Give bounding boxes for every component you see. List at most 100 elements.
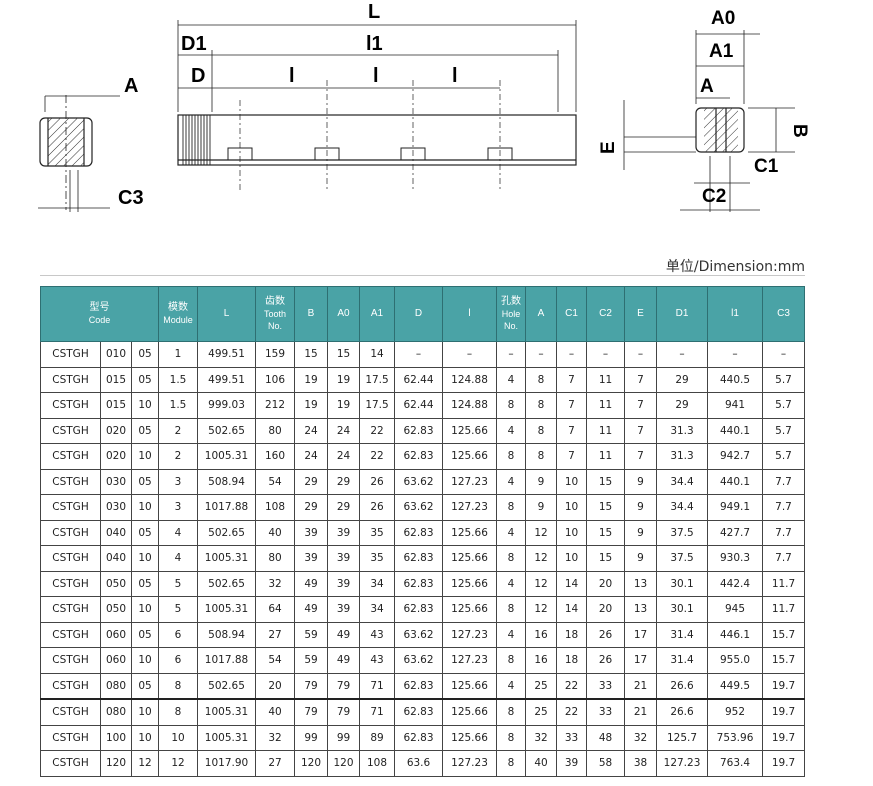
table-cell: 120 <box>294 750 329 777</box>
column-header-sub: Hole No. <box>501 309 521 331</box>
table-cell: 015 <box>100 366 132 393</box>
table-cell: 15 <box>586 545 626 572</box>
table-cell: 10 <box>556 519 588 546</box>
table-cell: 11.7 <box>762 570 806 597</box>
dim-label-l-2: l <box>373 65 379 87</box>
table-cell: 942.7 <box>707 443 764 470</box>
table-cell: 31.3 <box>656 443 709 470</box>
column-header: E <box>624 286 658 342</box>
table-cell: 62.83 <box>394 724 444 751</box>
table-cell: 79 <box>294 672 329 700</box>
table-cell: 050 <box>100 596 132 623</box>
table-cell: 15 <box>586 519 626 546</box>
table-cell: CSTGH <box>40 341 101 368</box>
table-cell: 8 <box>496 750 527 777</box>
column-header: l <box>442 286 498 342</box>
table-cell: 10 <box>130 392 160 419</box>
table-cell: 8 <box>496 596 527 623</box>
dim-label-A0: A0 <box>711 8 735 29</box>
table-cell: 10 <box>130 724 160 751</box>
table-cell: 15 <box>586 494 626 521</box>
table-cell: 20 <box>255 672 296 700</box>
table-cell: 10 <box>130 545 160 572</box>
table-cell: 124.88 <box>442 366 498 393</box>
table-cell: 8 <box>525 366 558 393</box>
table-cell: 17 <box>624 647 658 674</box>
table-cell: 030 <box>100 494 132 521</box>
table-cell: 060 <box>100 621 132 648</box>
table-cell: 05 <box>130 672 160 700</box>
table-cell: 99 <box>327 724 361 751</box>
dim-label-l1: l1 <box>366 33 383 55</box>
table-cell: 5 <box>158 570 199 597</box>
table-cell: 27 <box>255 621 296 648</box>
table-cell: 9 <box>624 494 658 521</box>
table-cell: 19.7 <box>762 724 806 751</box>
table-cell: 440.1 <box>707 417 764 444</box>
table-cell: 125.66 <box>442 443 498 470</box>
table-cell: 7 <box>624 443 658 470</box>
table-cell: 34 <box>359 570 396 597</box>
table-cell: – <box>624 341 658 368</box>
table-cell: 35 <box>359 519 396 546</box>
table-cell: 10 <box>130 443 160 470</box>
table-cell: 64 <box>255 596 296 623</box>
table-cell: 31.3 <box>656 417 709 444</box>
table-cell: 060 <box>100 647 132 674</box>
table-cell: 508.94 <box>197 468 257 495</box>
table-cell: CSTGH <box>40 494 101 521</box>
table-cell: CSTGH <box>40 366 101 393</box>
table-cell: CSTGH <box>40 750 101 777</box>
column-header: C3 <box>762 286 806 342</box>
table-cell: 1005.31 <box>197 596 257 623</box>
table-cell: 020 <box>100 417 132 444</box>
table-cell: 62.83 <box>394 519 444 546</box>
table-cell: 427.7 <box>707 519 764 546</box>
table-cell: CSTGH <box>40 443 101 470</box>
table-cell: 1017.88 <box>197 494 257 521</box>
column-header-sub: Module <box>163 315 193 325</box>
table-cell: 8 <box>496 724 527 751</box>
table-cell: 1017.90 <box>197 750 257 777</box>
table-cell: 7 <box>556 443 588 470</box>
table-cell: 999.03 <box>197 392 257 419</box>
table-cell: 8 <box>525 443 558 470</box>
table-cell: 54 <box>255 647 296 674</box>
table-cell: 124.88 <box>442 392 498 419</box>
table-cell: – <box>496 341 527 368</box>
right-section-view <box>623 30 795 212</box>
table-cell: 1005.31 <box>197 698 257 726</box>
table-cell: 5.7 <box>762 392 806 419</box>
table-cell: 10 <box>556 545 588 572</box>
column-header-main: A0 <box>337 308 350 319</box>
divider <box>40 275 805 276</box>
table-cell: 18 <box>556 621 588 648</box>
table-cell: 59 <box>294 647 329 674</box>
table-cell: 9 <box>624 468 658 495</box>
table-cell: CSTGH <box>40 417 101 444</box>
table-cell: 127.23 <box>442 621 498 648</box>
dim-label-C1: C1 <box>754 156 779 177</box>
table-cell: 1005.31 <box>197 443 257 470</box>
column-header-sub: Code <box>88 315 111 325</box>
table-cell: 24 <box>294 443 329 470</box>
table-cell: 12 <box>525 519 558 546</box>
table-cell: 29 <box>294 494 329 521</box>
column-header-main: 齿数 <box>265 296 286 307</box>
table-cell: 71 <box>359 698 396 726</box>
table-cell: 125.66 <box>442 596 498 623</box>
table-cell: 17.5 <box>359 366 396 393</box>
table-cell: 34 <box>359 596 396 623</box>
table-cell: 63.62 <box>394 621 444 648</box>
table-cell: 40 <box>525 750 558 777</box>
table-cell: 9 <box>624 545 658 572</box>
table-cell: 40 <box>255 698 296 726</box>
table-cell: 7.7 <box>762 545 806 572</box>
table-cell: 39 <box>556 750 588 777</box>
table-cell: 22 <box>556 672 588 700</box>
table-cell: 99 <box>294 724 329 751</box>
